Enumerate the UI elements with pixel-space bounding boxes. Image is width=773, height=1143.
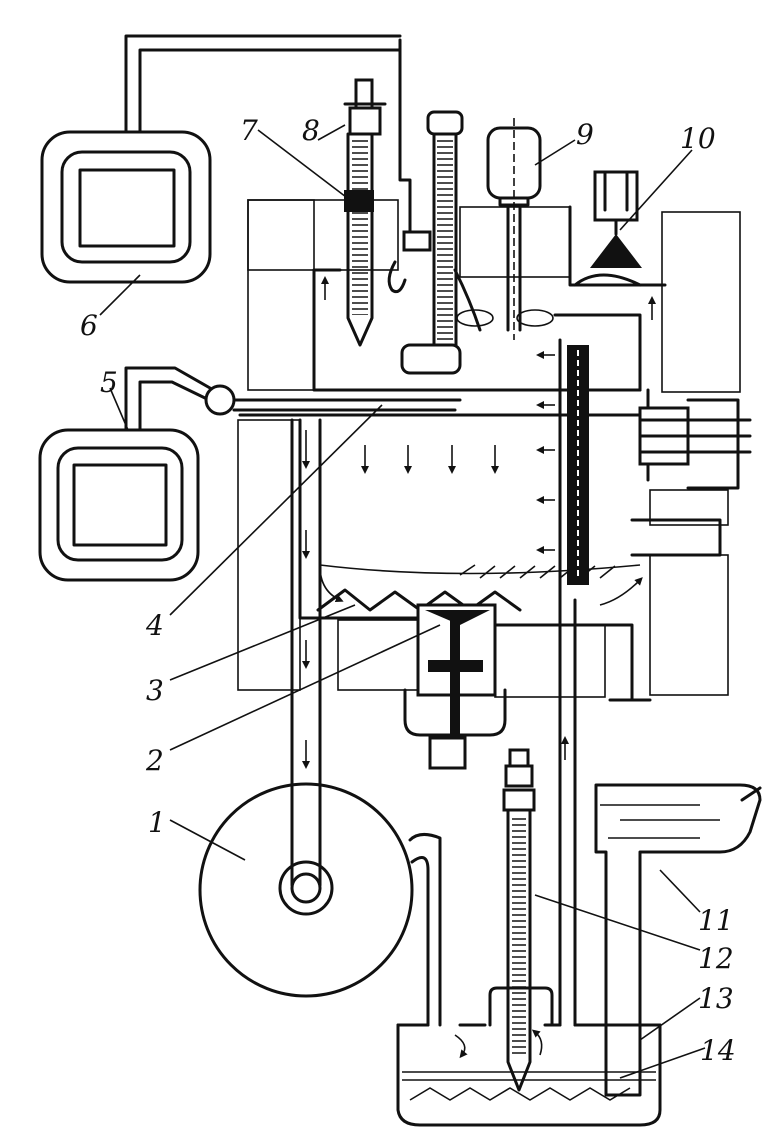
label-13: 13	[698, 982, 734, 1015]
contact-thermometer	[400, 110, 464, 375]
reservoir	[396, 736, 662, 1127]
thermometer-8	[343, 78, 387, 347]
label-6: 6	[80, 309, 98, 342]
regulator-5	[38, 428, 200, 582]
label-7: 7	[240, 114, 258, 147]
label-9: 9	[576, 118, 594, 151]
fan-motor	[486, 118, 542, 340]
fan-chamber	[453, 205, 667, 332]
label-4: 4	[145, 609, 164, 642]
label-10: 10	[680, 122, 716, 155]
connection-pipes	[124, 34, 462, 432]
side-heater	[638, 398, 752, 490]
thermometer-12	[488, 748, 554, 1092]
leader-lines	[99, 124, 706, 1079]
label-11: 11	[698, 904, 734, 937]
label-2: 2	[145, 744, 164, 777]
label-12: 12	[698, 942, 734, 975]
part-labels: 1 2 3 4 5 6 7 8 9 10 11 12 13 14	[80, 114, 736, 1067]
fan-1	[198, 418, 442, 1027]
heater-lamp	[590, 170, 642, 268]
label-3: 3	[146, 674, 164, 707]
sample-tray	[316, 564, 641, 612]
supply-tank	[594, 783, 762, 1097]
chain-rod	[558, 338, 589, 1027]
label-1: 1	[148, 806, 166, 839]
airflow-arrows	[319, 276, 656, 606]
label-8: 8	[302, 114, 320, 147]
regulator-6	[40, 130, 212, 284]
label-5: 5	[100, 366, 118, 399]
valve-2	[403, 603, 507, 770]
label-14: 14	[700, 1034, 736, 1067]
valve-7	[387, 38, 432, 294]
